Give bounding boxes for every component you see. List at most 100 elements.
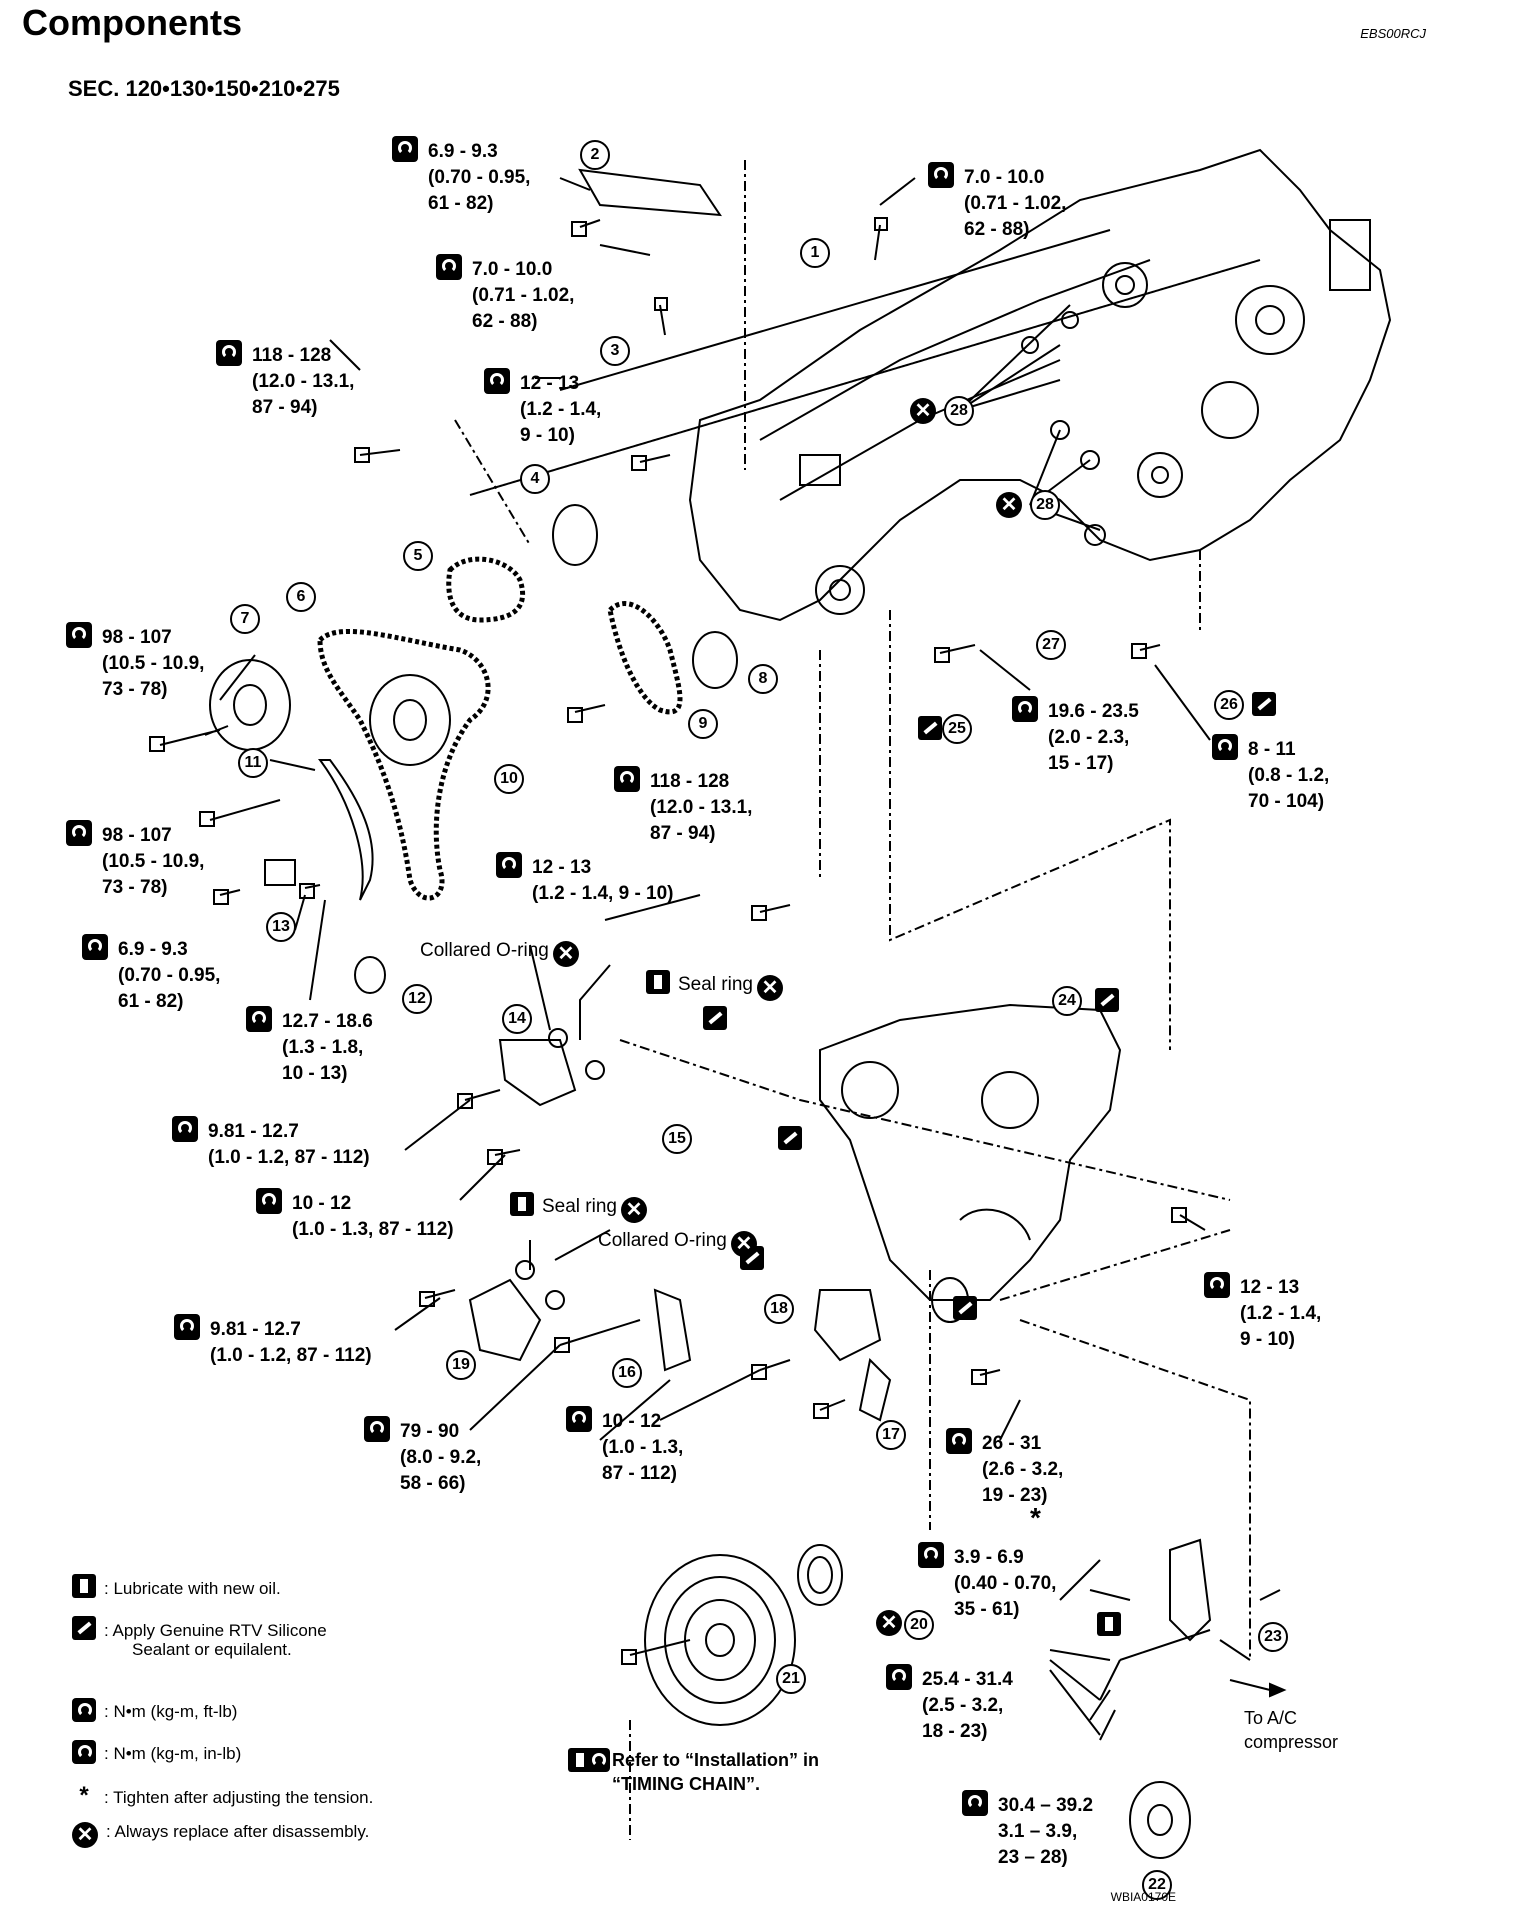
legend-item-sealant-cont: Sealant or equilalent. [132, 1640, 292, 1659]
torque-spec-10: 98 - 107(10.5 - 10.9,73 - 78) [66, 820, 204, 901]
star-icon: * [79, 1782, 89, 1809]
part-number-6: 6 [286, 582, 316, 612]
replace-icon: ✕ [72, 1822, 98, 1848]
part-number-26: 26 [1214, 690, 1244, 720]
torque-in-lb-icon [82, 934, 108, 960]
part-number-28a: 28 [944, 396, 974, 426]
replace-icon: ✕ [621, 1197, 647, 1223]
torque-ft-lb-icon [1012, 696, 1038, 722]
torque-ft-lb-icon [484, 368, 510, 394]
part-number-24: 24 [1052, 986, 1082, 1016]
torque-spec-1: 6.9 - 9.3(0.70 - 0.95,61 - 82) [392, 136, 530, 217]
torque-spec-11: 12 - 13(1.2 - 1.4, 9 - 10) [496, 852, 674, 907]
part-number-16: 16 [612, 1358, 642, 1388]
figure-code: WBIA0170E [1110, 1890, 1176, 1904]
legend-item-oil: : Lubricate with new oil. [72, 1574, 281, 1599]
part-number-3: 3 [600, 336, 630, 366]
torque-spec-5: 12 - 13(1.2 - 1.4,9 - 10) [484, 368, 601, 449]
torque-ft-lb-icon [946, 1428, 972, 1454]
part-number-20: 20 [904, 1610, 934, 1640]
oil-can-icon [72, 1574, 96, 1598]
torque-spec-2: 7.0 - 10.0(0.71 - 1.02,62 - 88) [928, 162, 1066, 243]
torque-spec-19: 10 - 12(1.0 - 1.3,87 - 112) [566, 1406, 683, 1487]
torque-in-lb-icon [174, 1314, 200, 1340]
page-title: Components [22, 2, 242, 43]
torque-ft-lb-icon [614, 766, 640, 792]
part-number-10: 10 [494, 764, 524, 794]
torque-spec-13: 12.7 - 18.6(1.3 - 1.8,10 - 13) [246, 1006, 373, 1087]
sealant-icon [703, 1006, 728, 1030]
torque-spec-12: 6.9 - 9.3(0.70 - 0.95,61 - 82) [82, 934, 220, 1015]
replace-icon: ✕ [876, 1610, 902, 1636]
replace-icon: ✕ [757, 975, 783, 1001]
torque-ft-lb-icon [66, 622, 92, 648]
torque-ft-lb-icon [886, 1664, 912, 1690]
part-number-5: 5 [403, 541, 433, 571]
sealant-icon [952, 1296, 977, 1320]
sealant-icon [72, 1616, 96, 1640]
legend-item-replace: ✕: Always replace after disassembly. [72, 1822, 369, 1848]
torque-in-lb-icon [928, 162, 954, 188]
torque-ft-lb-icon [962, 1790, 988, 1816]
torque-ft-lb-icon [586, 1748, 610, 1772]
doc-code: EBS00RCJ [1360, 26, 1426, 41]
torque-in-lb-icon [172, 1116, 198, 1142]
part-number-4: 4 [520, 464, 550, 494]
part-number-27: 27 [1036, 630, 1066, 660]
torque-spec-6: 98 - 107(10.5 - 10.9,73 - 78) [66, 622, 204, 703]
part-number-2: 2 [580, 140, 610, 170]
replace-icon: ✕ [910, 398, 936, 424]
part-number-1: 1 [800, 238, 830, 268]
collared-oring-label: Collared O-ring✕ [420, 940, 579, 967]
torque-spec-7: 118 - 128(12.0 - 13.1,87 - 94) [614, 766, 752, 847]
sealant-icon [1094, 988, 1119, 1012]
oil-can-icon [646, 970, 670, 994]
torque-ft-lb-icon [364, 1416, 390, 1442]
torque-spec-22: 25.4 - 31.4(2.5 - 3.2,18 - 23) [886, 1664, 1013, 1745]
part-number-28b: 28 [1030, 490, 1060, 520]
oil-can-icon [510, 1192, 534, 1216]
torque-in-lb-icon [566, 1406, 592, 1432]
torque-spec-20: 26 - 31(2.6 - 3.2,19 - 23) [946, 1428, 1063, 1509]
seal-ring-label: Seal ring✕ [646, 970, 783, 1001]
part-number-13: 13 [266, 912, 296, 942]
part-number-19: 19 [446, 1350, 476, 1380]
legend-item-torque-ft: : N•m (kg-m, ft-lb) [72, 1698, 237, 1722]
torque-ft-lb-icon [1204, 1272, 1230, 1298]
sealant-icon [918, 716, 942, 740]
torque-spec-21: 3.9 - 6.9(0.40 - 0.70,35 - 61) [918, 1542, 1056, 1623]
part-number-9: 9 [688, 709, 718, 739]
star-icon: * [1030, 1502, 1041, 1533]
part-number-12: 12 [402, 984, 432, 1014]
part-number-11: 11 [238, 748, 268, 778]
torque-spec-3: 7.0 - 10.0(0.71 - 1.02,62 - 88) [436, 254, 574, 335]
oil-can-icon [1097, 1612, 1122, 1636]
replace-icon: ✕ [730, 1231, 757, 1257]
sealant-icon [1252, 692, 1277, 716]
part-number-23: 23 [1258, 1622, 1288, 1652]
torque-in-lb-icon [392, 136, 418, 162]
part-number-14: 14 [502, 1004, 532, 1034]
torque-in-lb-icon [918, 1542, 944, 1568]
torque-ft-lb-icon [216, 340, 242, 366]
torque-in-lb-icon [256, 1188, 282, 1214]
part-number-22: 22 [1142, 1870, 1172, 1900]
torque-spec-17: 9.81 - 12.7(1.0 - 1.2, 87 - 112) [174, 1314, 372, 1369]
replace-icon: ✕ [996, 492, 1022, 518]
part-number-17: 17 [876, 1420, 906, 1450]
legend-item-torque-in: : N•m (kg-m, in-lb) [72, 1740, 241, 1764]
legend-item-sealant: : Apply Genuine RTV Silicone [72, 1616, 327, 1641]
torque-ft-lb-icon [66, 820, 92, 846]
torque-spec-8: 19.6 - 23.5(2.0 - 2.3,15 - 17) [1012, 696, 1139, 777]
section-heading: SEC. 120•130•150•210•275 [68, 76, 340, 101]
part-number-8: 8 [748, 664, 778, 694]
torque-ft-lb-icon [246, 1006, 272, 1032]
torque-ft-lb-icon [496, 852, 522, 878]
part-number-7: 7 [230, 604, 260, 634]
collared-oring-label: Collared O-ring✕ [598, 1230, 757, 1257]
part-number-15: 15 [662, 1124, 692, 1154]
torque-spec-18: 79 - 90(8.0 - 9.2,58 - 66) [364, 1416, 481, 1497]
